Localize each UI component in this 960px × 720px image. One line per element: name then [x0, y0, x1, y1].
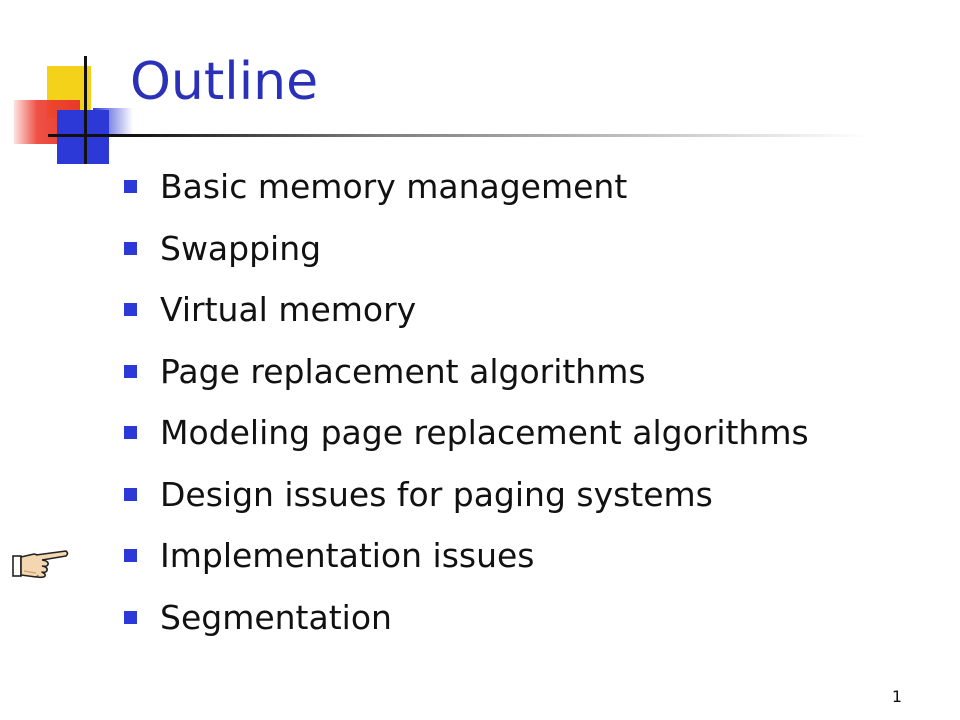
bullet-square-icon	[124, 241, 137, 255]
bullet-text: Design issues for paging systems	[160, 474, 713, 514]
blue-fade-decoration	[93, 108, 133, 134]
bullet-text: Swapping	[160, 228, 322, 268]
bullet-square-icon	[124, 549, 137, 563]
bullet-text: Segmentation	[160, 597, 392, 637]
bullet-text: Basic memory management	[160, 167, 628, 207]
bullet-square-icon	[124, 180, 137, 194]
list-item: Basic memory management	[124, 156, 809, 218]
list-item: Design issues for paging systems	[124, 464, 809, 526]
bullet-square-icon	[124, 487, 137, 501]
bullet-square-icon	[124, 303, 137, 317]
list-item: Page replacement algorithms	[124, 341, 809, 403]
bullet-square-icon	[124, 364, 137, 378]
bullet-text: Modeling page replacement algorithms	[160, 413, 809, 453]
list-item: Segmentation	[124, 587, 809, 649]
list-item: Modeling page replacement algorithms	[124, 402, 809, 464]
list-item-current: Implementation issues	[124, 525, 809, 587]
pointing-hand-icon	[12, 550, 69, 579]
bullet-square-icon	[124, 610, 137, 624]
bullet-text: Virtual memory	[160, 290, 417, 330]
bullet-text: Implementation issues	[160, 536, 535, 576]
slide-title: Outline	[130, 52, 319, 112]
bullet-list: Basic memory management Swapping Virtual…	[124, 156, 809, 648]
page-number: 1	[891, 687, 902, 706]
title-underline	[48, 134, 868, 137]
vertical-rule	[84, 56, 87, 164]
bullet-square-icon	[124, 426, 137, 440]
list-item: Virtual memory	[124, 279, 809, 341]
list-item: Swapping	[124, 218, 809, 280]
corner-ornament	[0, 0, 140, 170]
bullet-text: Page replacement algorithms	[160, 351, 646, 391]
